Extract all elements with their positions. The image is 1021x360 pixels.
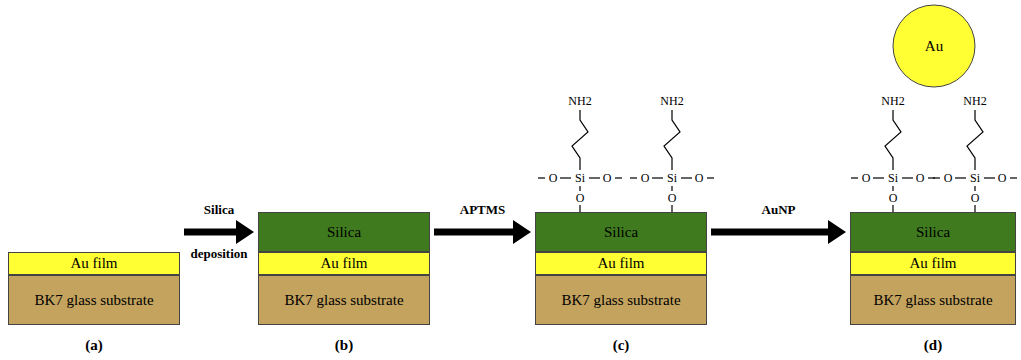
step-label: AuNP [762, 202, 796, 218]
aptms-molecule [851, 110, 935, 212]
silica-layer: Silica [535, 212, 707, 252]
glass-substrate-layer: BK7 glass substrate [535, 275, 707, 325]
panel-label: (c) [613, 337, 630, 354]
gold-nanoparticle: Au [892, 4, 976, 88]
amine-group: NH2 [963, 94, 986, 109]
layer-label: Au film [320, 255, 367, 272]
au-film-layer: Au film [8, 252, 180, 275]
oxygen-atom: O [998, 171, 1007, 186]
oxygen-atom: O [695, 171, 704, 186]
au-film-layer: Au film [850, 252, 1016, 275]
silicon-atom: Si [667, 171, 677, 186]
layer-label: Au film [597, 255, 644, 272]
layer-label: Silica [916, 224, 950, 241]
layer-label: Au film [909, 255, 956, 272]
amine-group: NH2 [881, 94, 904, 109]
panel-label: (b) [335, 337, 353, 354]
step-label: APTMS [460, 202, 506, 218]
circle-shape [893, 5, 975, 87]
oxygen-atom: O [971, 191, 980, 206]
process-arrow [184, 220, 254, 244]
oxygen-atom: O [889, 191, 898, 206]
silica-layer: Silica [258, 212, 430, 252]
aptms-molecule [933, 110, 1017, 212]
process-arrow [434, 220, 531, 244]
glass-substrate-layer: BK7 glass substrate [8, 275, 180, 325]
oxygen-atom: O [603, 171, 612, 186]
glass-substrate-layer: BK7 glass substrate [258, 275, 430, 325]
layer-label: BK7 glass substrate [561, 292, 680, 309]
oxygen-atom: O [641, 171, 650, 186]
layer-label: Silica [327, 224, 361, 241]
oxygen-atom: O [944, 171, 953, 186]
layer-label: Silica [604, 224, 638, 241]
panel-label: (a) [85, 337, 103, 354]
process-arrow [711, 220, 846, 244]
layer-label: BK7 glass substrate [284, 292, 403, 309]
silicon-atom: Si [888, 171, 898, 186]
oxygen-atom: O [576, 191, 585, 206]
au-film-layer: Au film [258, 252, 430, 275]
silica-layer: Silica [850, 212, 1016, 252]
aptms-molecule [538, 110, 622, 212]
layer-label: Au film [70, 255, 117, 272]
step-label: Silica deposition [184, 188, 254, 276]
au-film-layer: Au film [535, 252, 707, 275]
silicon-atom: Si [970, 171, 980, 186]
silicon-atom: Si [575, 171, 585, 186]
oxygen-atom: O [916, 171, 925, 186]
amine-group: NH2 [660, 94, 683, 109]
oxygen-atom: O [668, 191, 677, 206]
oxygen-atom: O [862, 171, 871, 186]
oxygen-atom: O [549, 171, 558, 186]
layer-label: Au [925, 38, 943, 55]
amine-group: NH2 [568, 94, 591, 109]
panel-label: (d) [924, 337, 942, 354]
layer-label: BK7 glass substrate [34, 292, 153, 309]
aptms-molecule [630, 110, 714, 212]
glass-substrate-layer: BK7 glass substrate [850, 275, 1016, 325]
layer-label: BK7 glass substrate [873, 292, 992, 309]
